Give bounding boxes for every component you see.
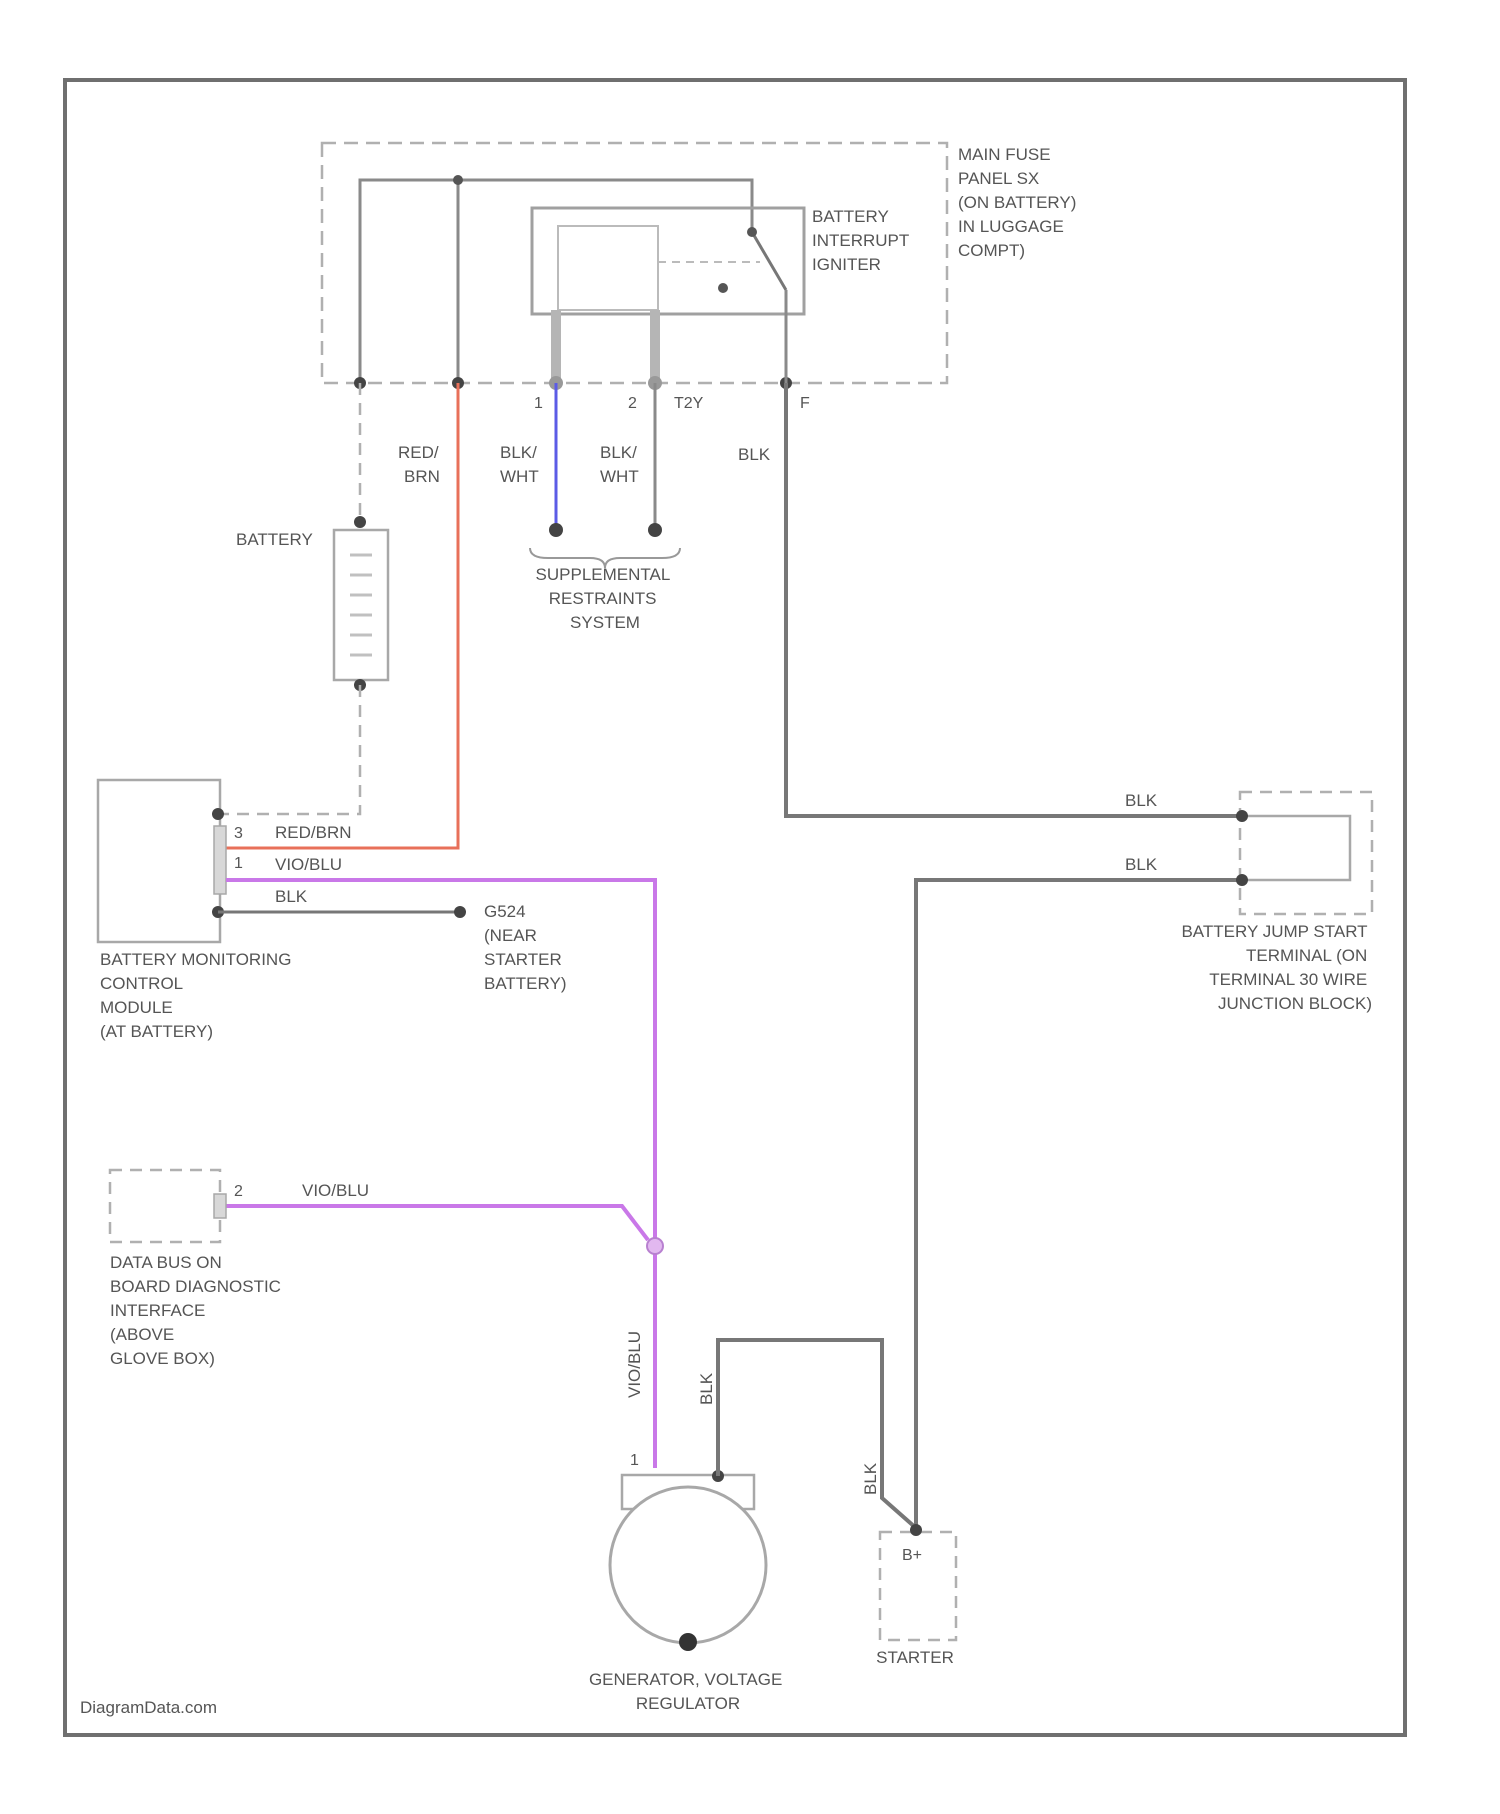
starter-pin-b-plus: B+ (902, 1547, 922, 1564)
jump-start-terminal-label: BATTERY JUMP START TERMINAL (ON TERMINAL… (1181, 922, 1372, 1013)
bus-pin-2: 2 (234, 1183, 243, 1200)
vio-blu-vertical-label: VIO/BLU (625, 1331, 644, 1398)
battery-monitoring-module-label: BATTERY MONITORING CONTROL MODULE (AT BA… (100, 950, 296, 1041)
blk-module-label: BLK (275, 887, 308, 906)
fuse-pin-f: F (800, 395, 810, 412)
blk-wht-1-label: BLK/ WHT (500, 443, 542, 486)
battery-monitoring-module (98, 780, 226, 942)
blk-wire-fuse-jump (786, 383, 1242, 816)
blk-jump-top-label: BLK (1125, 791, 1158, 810)
vio-blu-wire-bus (226, 1206, 648, 1240)
generator-label: GENERATOR, VOLTAGE REGULATOR (589, 1670, 787, 1713)
data-bus-obd-interface (110, 1170, 226, 1242)
battery (334, 516, 388, 691)
red-brn-module-label: RED/BRN (275, 823, 352, 842)
blk-jump-bottom-label: BLK (1125, 855, 1158, 874)
watermark: DiagramData.com (80, 1698, 217, 1717)
starter (880, 1524, 956, 1640)
jump-start-terminal (1236, 792, 1372, 914)
blk-starter-label: BLK (861, 1462, 880, 1495)
blk-generator-label: BLK (697, 1372, 716, 1405)
battery-dashed-link-bottom (220, 685, 360, 814)
battery-interrupt-igniter-label: BATTERY INTERRUPT IGNITER (812, 207, 914, 274)
battery-interrupt-igniter (532, 208, 804, 390)
blk-wire-generator (718, 1340, 916, 1528)
starter-label: STARTER (876, 1648, 954, 1667)
generator-voltage-regulator (610, 1470, 766, 1651)
module-pin-3: 3 (234, 825, 243, 842)
gen-pin-1: 1 (630, 1452, 639, 1469)
data-bus-obd-label: DATA BUS ON BOARD DIAGNOSTIC INTERFACE (… (110, 1253, 286, 1368)
red-brn-vertical-label: RED/ BRN (398, 443, 443, 486)
main-fuse-panel-label: MAIN FUSE PANEL SX (ON BATTERY) IN LUGGA… (958, 145, 1081, 260)
battery-label: BATTERY (236, 530, 313, 549)
vio-blu-module-label: VIO/BLU (275, 855, 342, 874)
blk-wire-jump-starter (916, 880, 1242, 1528)
ground-g524-label: G524 (NEAR STARTER BATTERY) (484, 902, 567, 993)
vio-blu-bus-label: VIO/BLU (302, 1181, 369, 1200)
supplemental-restraints-label: SUPPLEMENTAL RESTRAINTS SYSTEM (536, 565, 675, 632)
diagram-frame (65, 80, 1405, 1735)
blk-fuse-label: BLK (738, 445, 771, 464)
fuse-pin-t2y: T2Y (674, 395, 704, 412)
fuse-pin-2: 2 (628, 395, 637, 412)
module-pin-1: 1 (234, 855, 243, 872)
fuse-pin-1: 1 (534, 395, 543, 412)
vio-blu-wire-module (226, 880, 655, 1245)
blk-wht-2-label: BLK/ WHT (600, 443, 642, 486)
